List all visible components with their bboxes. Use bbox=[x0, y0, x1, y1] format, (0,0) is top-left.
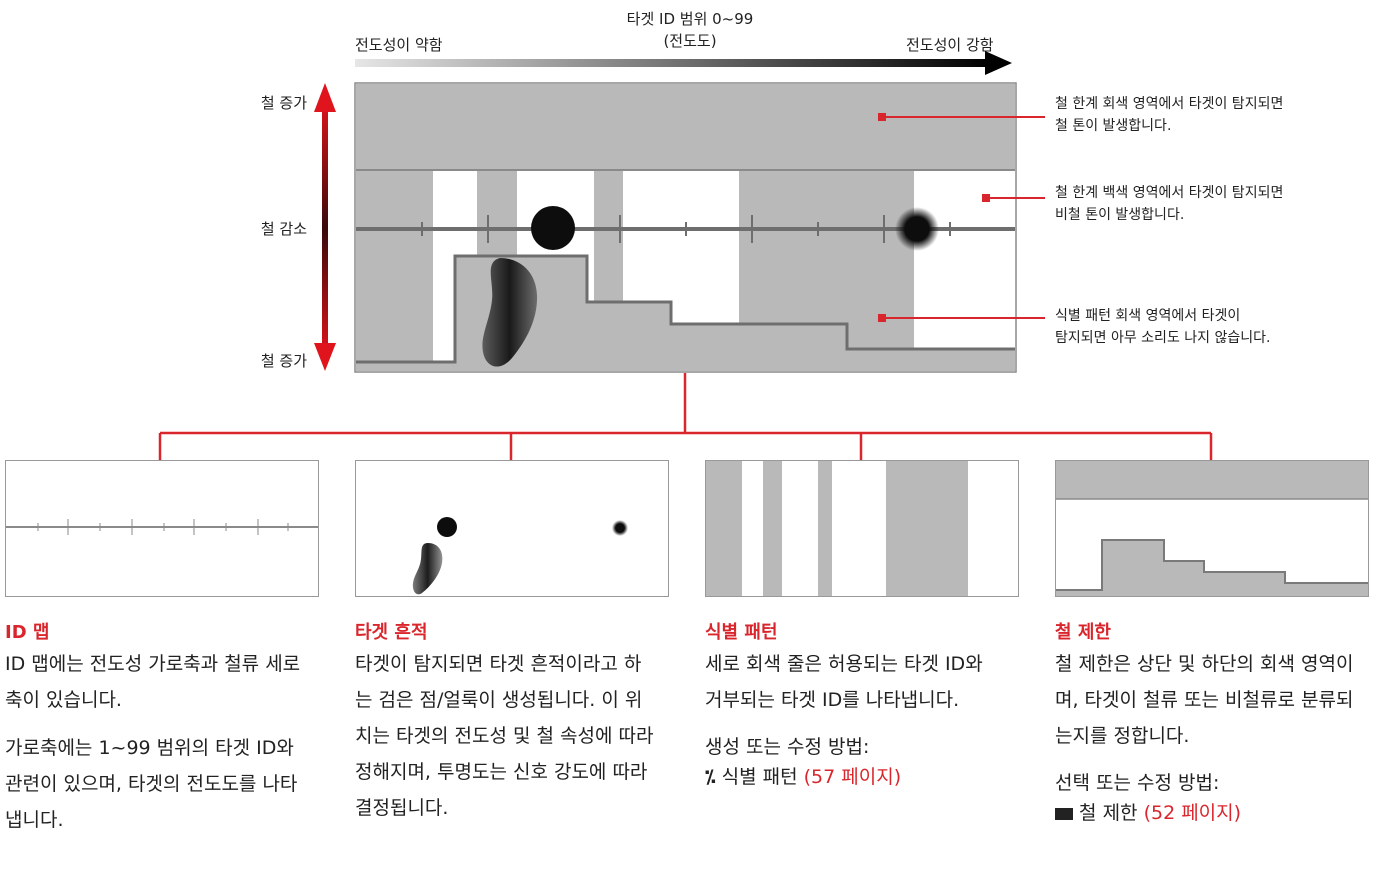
section-target-trace: 타겟 흔적 타겟이 탐지되면 타겟 흔적이라고 하는 검은 점/얼룩이 생성됩니… bbox=[355, 618, 655, 840]
section-disc-pattern: 식별 패턴 세로 회색 줄은 허용되는 타겟 ID와 거부되는 타겟 ID를 나… bbox=[705, 618, 1005, 792]
section-ferrous-limits: 철 제한 철 제한은 상단 및 하단의 회색 영역이며, 타겟이 철류 또는 비… bbox=[1055, 618, 1355, 828]
target-trace-paragraph: 타겟이 탐지되면 타겟 흔적이라고 하는 검은 점/얼룩이 생성됩니다. 이 위… bbox=[355, 653, 654, 819]
ferrous-limits-link-row[interactable]: 철 제한 (52 페이지) bbox=[1055, 798, 1355, 828]
target-trace-smear bbox=[482, 258, 538, 367]
panel-target-trace bbox=[355, 460, 669, 597]
callout-lines bbox=[878, 113, 1045, 322]
ferrous-increase-bottom-label: 철 증가 bbox=[260, 352, 307, 370]
ferrous-increase-top-label: 철 증가 bbox=[260, 94, 307, 112]
weak-conductivity-label: 전도성이 약함 bbox=[355, 36, 443, 54]
ferrous-limits-icon bbox=[1055, 807, 1073, 820]
disc-pattern-page-link[interactable]: (57 페이지) bbox=[803, 766, 902, 788]
ferrous-limits-howto: 선택 또는 수정 방법: bbox=[1055, 772, 1220, 794]
section-id-map: ID 맵 ID 맵에는 전도성 가로축과 철류 세로축이 있습니다. 가로축에는… bbox=[5, 618, 305, 852]
target-trace-faint-dot bbox=[895, 207, 939, 251]
ferrous-vertical-arrow bbox=[314, 83, 336, 371]
id-map-paragraph-2: 가로축에는 1~99 범위의 타겟 ID와 관련이 있으며, 타겟의 전도도를 … bbox=[5, 737, 298, 831]
disc-pattern-icon: ⁒ bbox=[705, 766, 716, 788]
conductivity-arrow bbox=[355, 51, 1012, 75]
section-title-id-map: ID 맵 bbox=[5, 622, 50, 643]
range-title: 타겟 ID 범위 0~99 bbox=[626, 10, 754, 28]
strong-conductivity-label: 전도성이 강함 bbox=[906, 36, 994, 54]
disc-pattern-howto: 생성 또는 수정 방법: bbox=[705, 736, 870, 758]
panel-disc-pattern bbox=[705, 460, 1019, 597]
ferrous-limits-page-link[interactable]: (52 페이지) bbox=[1143, 802, 1242, 824]
disc-pattern-paragraph: 세로 회색 줄은 허용되는 타겟 ID와 거부되는 타겟 ID를 나타냅니다. bbox=[705, 653, 983, 711]
panel-ferrous-limits bbox=[1055, 460, 1369, 597]
connector-tree bbox=[158, 373, 1213, 460]
target-trace-dot bbox=[531, 206, 575, 250]
section-title-target-trace: 타겟 흔적 bbox=[355, 622, 428, 643]
ferrous-limits-paragraph: 철 제한은 상단 및 하단의 회색 영역이며, 타겟이 철류 또는 비철류로 분… bbox=[1055, 653, 1354, 747]
section-title-disc-pattern: 식별 패턴 bbox=[705, 622, 778, 643]
id-map-main bbox=[354, 82, 1017, 373]
panel-id-map bbox=[5, 460, 319, 597]
range-subtitle: (전도도) bbox=[663, 32, 717, 50]
ferrous-decrease-label: 철 감소 bbox=[260, 220, 307, 238]
ferrous-limits-link-label: 철 제한 bbox=[1079, 802, 1138, 824]
disc-pattern-link-label: 식별 패턴 bbox=[721, 766, 798, 788]
disc-pattern-link-row[interactable]: ⁒ 식별 패턴 (57 페이지) bbox=[705, 762, 1005, 792]
section-title-ferrous-limits: 철 제한 bbox=[1055, 622, 1111, 643]
id-map-paragraph-1: ID 맵에는 전도성 가로축과 철류 세로축이 있습니다. bbox=[5, 653, 301, 711]
